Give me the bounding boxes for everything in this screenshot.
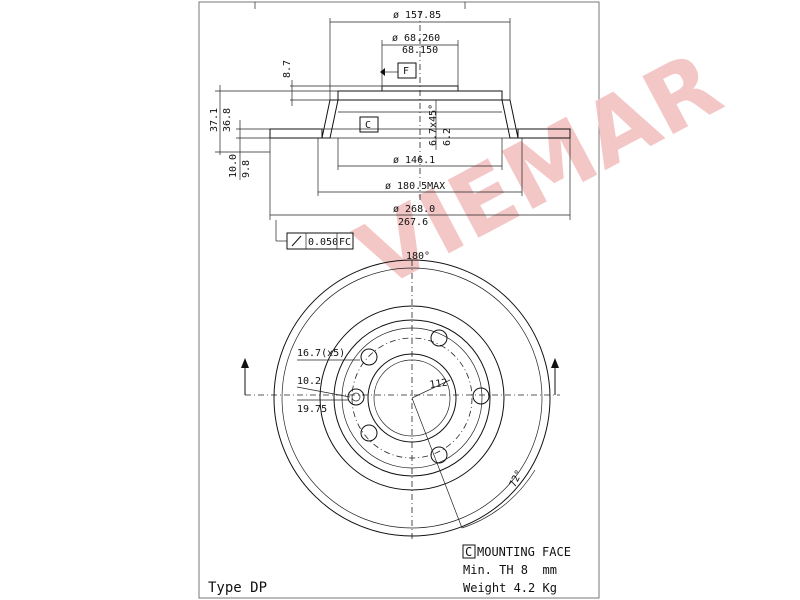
pcd-circle bbox=[351, 337, 473, 459]
label-pin-2: 19.75 bbox=[297, 404, 327, 415]
min-thickness-label: Min. TH 8 mm bbox=[463, 563, 557, 577]
frame-border bbox=[198, 1, 600, 599]
flange-right bbox=[517, 128, 571, 139]
tolerance-ref: FC bbox=[339, 237, 351, 248]
dim-thickness-2: 9.8 bbox=[241, 160, 252, 178]
dim-outer-top: ø 157.85 bbox=[393, 10, 441, 21]
angle-180: 180° bbox=[406, 251, 430, 262]
section-arrow-right bbox=[551, 358, 559, 368]
bolt-hole-5 bbox=[360, 348, 378, 366]
bolt-hole-3 bbox=[430, 446, 448, 464]
dim-outer-2: 267.6 bbox=[398, 217, 428, 228]
label-pcd: 112 bbox=[429, 378, 448, 391]
brand-watermark: VIEMAR bbox=[341, 32, 737, 309]
datum-tag-f bbox=[397, 62, 417, 79]
bolt-hole-2 bbox=[472, 387, 490, 405]
bolt-hole-1 bbox=[430, 329, 448, 347]
runout-icon bbox=[291, 235, 302, 247]
dim-hub-height: 8.7 bbox=[282, 60, 293, 78]
mounting-symbol-letter: C bbox=[465, 545, 472, 559]
datum-c-label: C bbox=[365, 120, 371, 131]
tolerance-value: 0.050 bbox=[308, 237, 338, 248]
braking-surface-inner bbox=[319, 305, 505, 491]
hat-wall-left bbox=[321, 99, 339, 139]
dim-hub-1: ø 68.260 bbox=[392, 33, 440, 44]
hat-circle bbox=[333, 319, 491, 477]
dim-chamfer: 6.7x45° bbox=[428, 104, 439, 146]
dim-small-height: 6.2 bbox=[442, 128, 453, 146]
flange-left bbox=[269, 128, 323, 139]
dim-hub-2: 68.150 bbox=[402, 45, 438, 56]
tolerance-frame bbox=[286, 232, 354, 250]
mounting-face-label: MOUNTING FACE bbox=[477, 545, 571, 559]
watermark-text: VIEMAR bbox=[341, 32, 737, 309]
datum-f-label: F bbox=[403, 66, 409, 77]
dim-inner: ø 146.1 bbox=[393, 155, 435, 166]
datum-tag-c bbox=[359, 116, 379, 133]
label-angle: 72° bbox=[508, 468, 526, 489]
disc-outer-circle bbox=[273, 259, 551, 537]
notes-block: C MOUNTING FACE Min. TH 8 mm Weight 4.2 … bbox=[462, 544, 571, 595]
section-arrow-left bbox=[241, 358, 249, 368]
section-view: ø 157.85 ø 68.260 68.150 F C 8.7 37.1 36… bbox=[209, 10, 571, 250]
dim-height-1: 37.1 bbox=[209, 108, 220, 132]
dim-thickness-1: 10.0 bbox=[228, 154, 239, 178]
pin-hole bbox=[347, 388, 365, 406]
dim-height-2: 36.8 bbox=[222, 108, 233, 132]
weight-label: Weight 4.2 Kg bbox=[463, 581, 557, 595]
dim-outer-1: ø 268.0 bbox=[393, 204, 435, 215]
bolt-hole-4 bbox=[360, 424, 378, 442]
type-label: Type DP bbox=[208, 580, 267, 596]
label-pin-1: 10.2 bbox=[297, 376, 321, 387]
label-bolt-hole: 16.7(x5) bbox=[297, 348, 345, 359]
front-view: 180° 16.7(x5) 10.2 19.75 112 72° bbox=[241, 251, 560, 540]
hub-bore-circle bbox=[367, 353, 457, 443]
mounting-face-symbol bbox=[462, 544, 476, 559]
dim-max: ø 180.5MAX bbox=[385, 181, 445, 192]
